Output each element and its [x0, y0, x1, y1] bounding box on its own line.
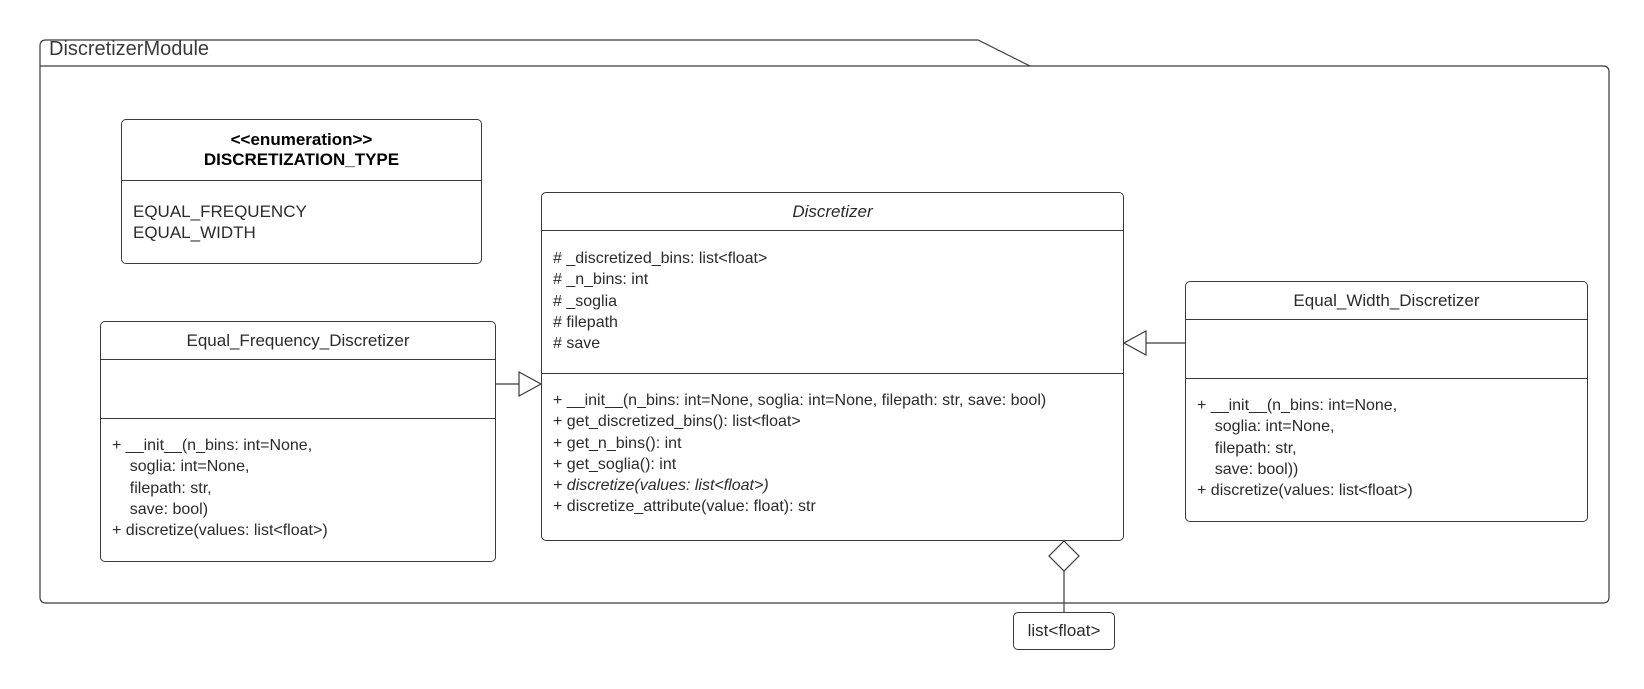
class-equal-frequency-discretizer[interactable]: Equal_Frequency_Discretizer + __init__(n… — [100, 321, 496, 562]
class-discretizer[interactable]: Discretizer # _discretized_bins: list<fl… — [541, 192, 1124, 541]
operations-compartment: + __init__(n_bins: int=None, soglia: int… — [542, 373, 1123, 540]
operation: + discretize(values: list<float>) — [112, 522, 328, 540]
package-frame — [39, 39, 1610, 604]
operation: + discretize_attribute(value: float): st… — [553, 498, 816, 516]
class-equal-width-discretizer[interactable]: Equal_Width_Discretizer + __init__(n_bin… — [1185, 281, 1588, 522]
operation-continuation: filepath: str, — [1197, 439, 1297, 457]
generalization-arrowhead-equal-width — [1122, 329, 1147, 357]
attribute: # _soglia — [553, 292, 618, 310]
attribute: # _n_bins: int — [553, 271, 649, 289]
generalization-arrowhead-equal-frequency — [518, 370, 543, 398]
aggregation-diamond — [1048, 540, 1080, 572]
aggregated-list-float[interactable]: list<float> — [1013, 612, 1115, 650]
operation: + get_n_bins(): int — [553, 434, 682, 452]
class-name: Equal_Width_Discretizer — [1293, 290, 1480, 310]
operation: + get_discretized_bins(): list<float> — [553, 413, 801, 431]
enum-literal: EQUAL_WIDTH — [133, 223, 256, 242]
operation: + __init__(n_bins: int=None, — [1197, 397, 1398, 414]
attribute: # _discretized_bins: list<float> — [553, 250, 768, 267]
operation: + discretize(values: list<float>) — [1197, 482, 1413, 500]
attribute: # save — [553, 335, 601, 353]
attribute: # filepath — [553, 313, 618, 331]
enum-header: <<enumeration>> DISCRETIZATION_TYPE — [122, 120, 481, 180]
operation: + __init__(n_bins: int=None, soglia: int… — [553, 392, 1047, 409]
operation-continuation: save: bool) — [112, 500, 209, 518]
package-name: DiscretizerModule — [49, 38, 210, 60]
class-name: Equal_Frequency_Discretizer — [186, 330, 410, 350]
abstract-operation: + discretize(values: list<float>) — [553, 477, 769, 495]
operations-compartment: + __init__(n_bins: int=None, soglia: int… — [1186, 378, 1587, 521]
operation-continuation: save: bool)) — [1197, 460, 1299, 478]
operation-continuation: soglia: int=None, — [112, 458, 250, 476]
attributes-compartment — [101, 359, 495, 418]
enum-stereotype: <<enumeration>> — [230, 130, 373, 149]
attributes-compartment: # _discretized_bins: list<float> # _n_bi… — [542, 230, 1123, 373]
enumeration-discretization-type[interactable]: <<enumeration>> DISCRETIZATION_TYPE EQUA… — [121, 119, 482, 264]
attributes-compartment — [1186, 319, 1587, 378]
enum-literals: EQUAL_FREQUENCY EQUAL_WIDTH — [122, 180, 481, 263]
operation-continuation: soglia: int=None, — [1197, 418, 1335, 436]
operation: + __init__(n_bins: int=None, — [112, 437, 313, 454]
operation-continuation: filepath: str, — [112, 479, 212, 497]
enum-name: DISCRETIZATION_TYPE — [203, 150, 400, 169]
enum-literal: EQUAL_FREQUENCY — [133, 202, 307, 221]
class-name: Discretizer — [792, 201, 873, 221]
operation: + get_soglia(): int — [553, 455, 677, 473]
operations-compartment: + __init__(n_bins: int=None, soglia: int… — [101, 418, 495, 561]
